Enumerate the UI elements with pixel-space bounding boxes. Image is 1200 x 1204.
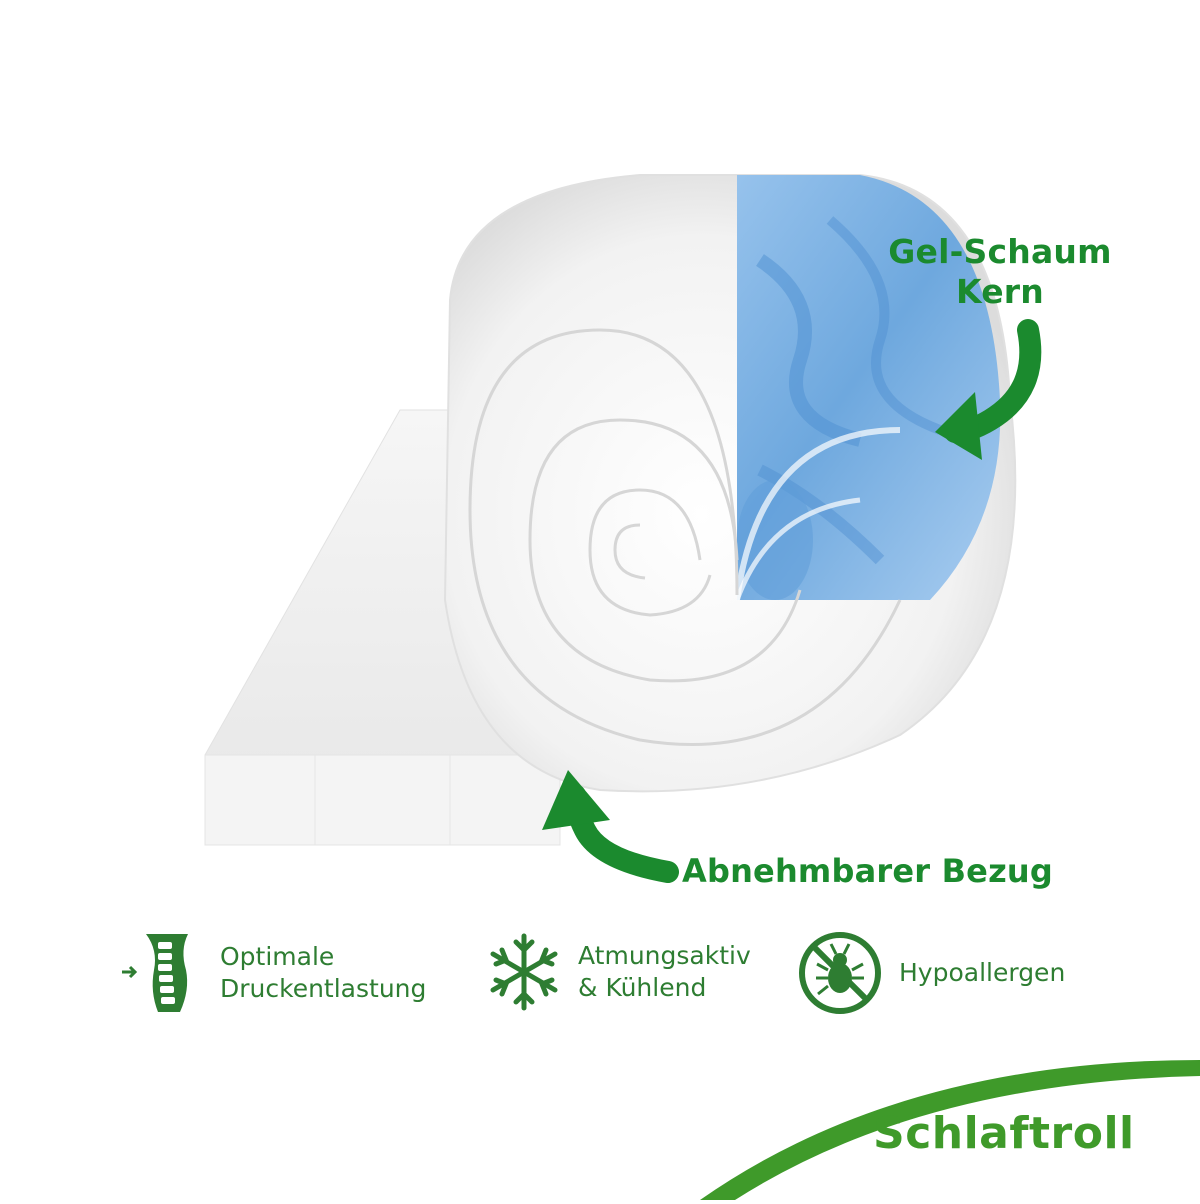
feature-pressure-relief-line2: Druckentlastung: [220, 974, 427, 1003]
snowflake-icon: [490, 933, 558, 1011]
gel-core-callout: Gel-Schaum Kern: [860, 232, 1140, 312]
gel-core-callout-line2: Kern: [956, 272, 1044, 311]
feature-hypoallergenic-line1: Hypoallergen: [899, 958, 1066, 987]
brand-logo-text: Schlaftroll: [873, 1108, 1135, 1159]
no-mite-icon: [799, 932, 881, 1014]
feature-pressure-relief: Optimale Druckentlastung: [118, 930, 426, 1016]
arrow-to-gel-core-icon: [935, 319, 1042, 460]
feature-hypoallergenic: Hypoallergen: [797, 930, 1065, 1016]
arrow-to-cover-icon: [542, 770, 679, 883]
spine-icon: [122, 934, 188, 1012]
gel-foam-core: [737, 175, 1001, 600]
cover-callout: Abnehmbarer Bezug: [682, 852, 1053, 890]
feature-breathable-cooling-line2: & Kühlend: [578, 973, 707, 1002]
brand-swoosh: [700, 1060, 1200, 1200]
gel-core-callout-line1: Gel-Schaum: [888, 232, 1112, 271]
feature-pressure-relief-line1: Optimale: [220, 942, 335, 971]
feature-breathable-cooling: Atmungsaktiv & Kühlend: [486, 932, 751, 1012]
roll-spiral: [468, 328, 902, 746]
feature-breathable-cooling-line1: Atmungsaktiv: [578, 941, 751, 970]
topper-roll: [443, 174, 1017, 793]
